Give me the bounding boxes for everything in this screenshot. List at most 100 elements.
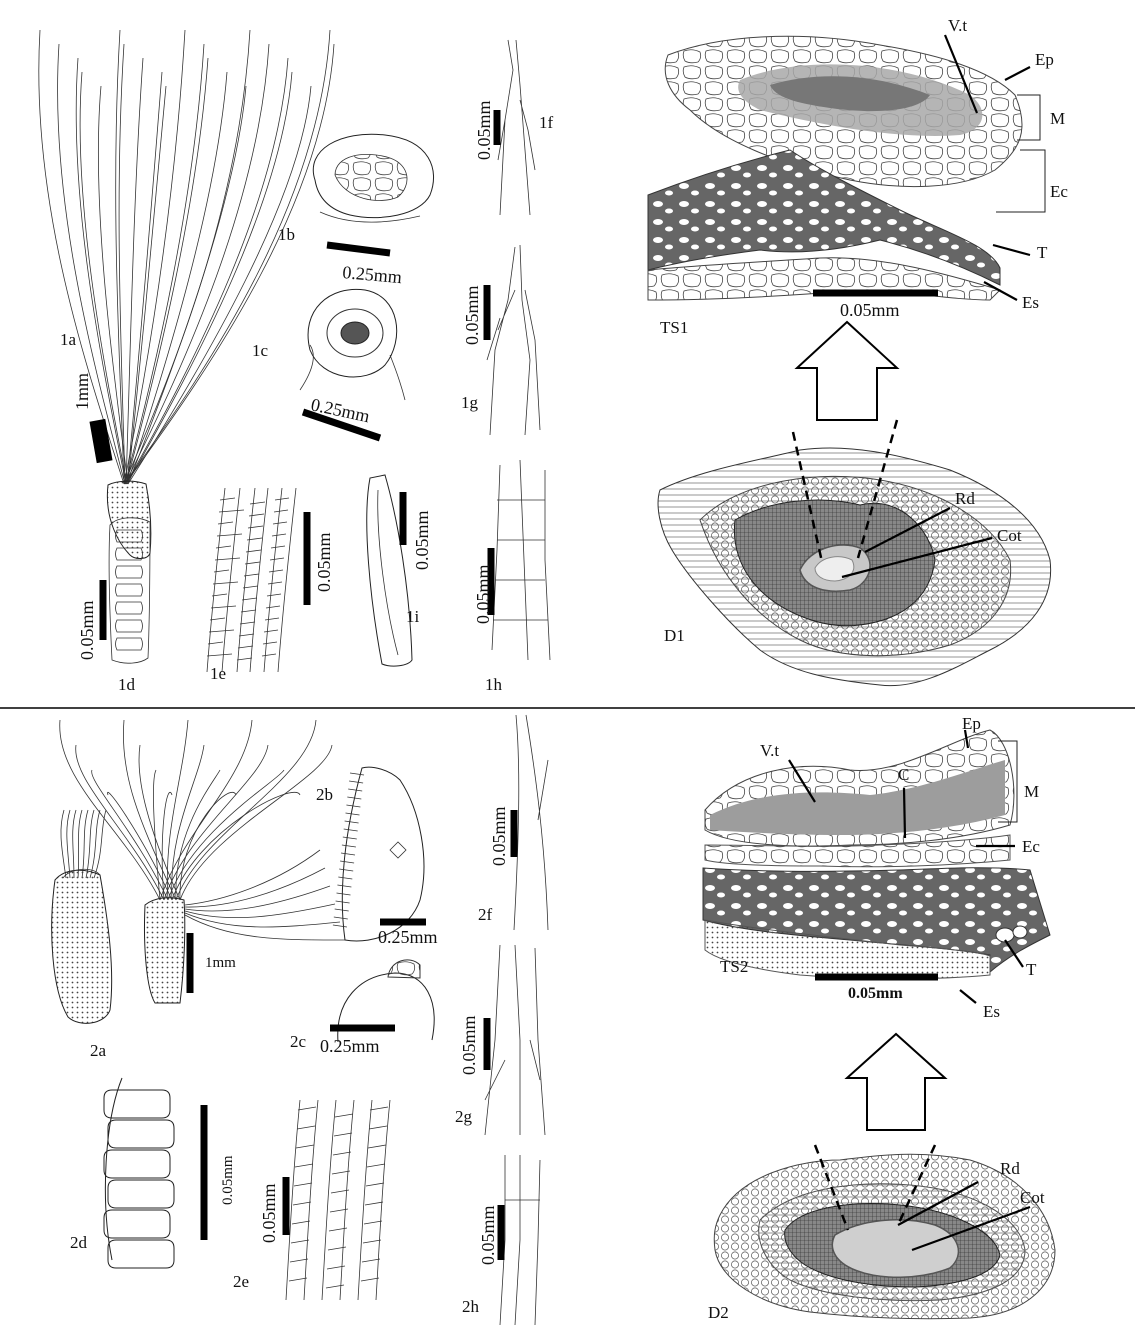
scale-label-2b: 0.25mm [378, 927, 438, 947]
seta-hair [78, 810, 82, 878]
leaf-cell-wall [322, 1100, 336, 1300]
panel-label-1g: 1g [461, 393, 479, 412]
leaf-cell-wall [216, 546, 285, 552]
seta-hair [124, 30, 330, 484]
exothecial-cell [104, 1210, 170, 1238]
ts2-label-ec: Ec [1022, 837, 1040, 856]
ts2-label-vt: V.t [760, 741, 779, 760]
ts2-label-es: Es [983, 1002, 1000, 1021]
ts1-label-ec: Ec [1050, 182, 1068, 201]
seta-hair [185, 915, 345, 940]
panel-label-2c: 2c [290, 1032, 307, 1051]
panel-label-d2: D2 [708, 1303, 729, 1322]
scale-label-1a: 1mm [72, 373, 92, 410]
peristome-tooth [334, 917, 348, 919]
exothecial-cell [108, 1240, 174, 1268]
leaf-cell-wall [293, 1202, 383, 1212]
leader-t-ts1 [993, 245, 1030, 255]
scale-label-2g: 0.05mm [459, 1015, 479, 1075]
panel-label-2b: 2b [316, 785, 333, 804]
peristome-tooth [344, 829, 358, 831]
leaf-cell-wall [294, 1183, 384, 1193]
leaf-cell-wall [291, 1240, 381, 1250]
peristome-tooth [342, 845, 356, 847]
leaf-cell-wall [217, 534, 286, 540]
ts2-label-t: T [1026, 960, 1037, 979]
arrow-up-1 [797, 322, 897, 420]
drawing-2e: 0.05mm 2e [233, 1100, 390, 1300]
scale-label-1f: 0.05mm [474, 100, 494, 160]
ts1-label-m: M [1050, 109, 1065, 128]
peristome-tooth [333, 925, 347, 927]
scale-label-2c: 0.25mm [320, 1036, 380, 1056]
scale-label-2f: 0.05mm [489, 806, 509, 866]
drawing-1f: 0.05mm 1f [474, 40, 554, 215]
exothecial-cell [116, 620, 143, 632]
diagram-d2: Rd Cot D2 [708, 1145, 1055, 1322]
scale-label-1g: 0.05mm [462, 285, 482, 345]
scale-label-1b: 0.25mm [342, 262, 403, 287]
seta-hair [180, 745, 332, 900]
scale-label-2a: 1mm [205, 955, 236, 971]
seta-hair [172, 792, 300, 900]
drawing-1h: 0.05mm 1h [473, 460, 550, 694]
ts2-label-m: M [1024, 782, 1039, 801]
seta-hair [164, 745, 268, 900]
drawing-1g: 0.05mm 1g [461, 245, 540, 435]
panel-label-1b: 1b [278, 225, 295, 244]
scale-label-1d: 0.05mm [77, 600, 97, 660]
ts1-label-t: T [1037, 243, 1048, 262]
drawing-2f: 0.05mm 2f [478, 715, 548, 930]
scale-label-2e: 0.05mm [259, 1183, 279, 1243]
panel-label-2a: 2a [90, 1041, 107, 1060]
leaf-cell-wall [264, 488, 282, 672]
scale-label-1e: 0.05mm [314, 532, 334, 592]
drawing-2d: 0.05mm 2d [70, 1078, 236, 1268]
seta-hair [185, 868, 325, 907]
section-ts2: 0.05mm TS2 V.t C Ep M Ec T Es [703, 714, 1050, 1021]
exothecial-cell [116, 566, 143, 578]
leaf-cell-wall [289, 1278, 379, 1288]
panel-label-2d: 2d [70, 1233, 88, 1252]
seta-hair [128, 86, 311, 484]
panel-label-1c: 1c [252, 341, 269, 360]
scale-label-2d: 0.05mm [220, 1155, 236, 1205]
scale-label-1h: 0.05mm [473, 564, 493, 624]
panel-label-ts1: TS1 [660, 318, 688, 337]
leaf-cell-wall [297, 1126, 387, 1136]
panel-label-2f: 2f [478, 905, 493, 924]
exothecial-cell [116, 638, 143, 650]
seta-hair [185, 913, 340, 927]
capsule-wall [105, 1078, 122, 1260]
seta-hair [82, 810, 88, 878]
peristome-tooth [340, 861, 354, 863]
panel-label-1d: 1d [118, 675, 136, 694]
peristome-tooth [338, 877, 352, 879]
d1-label-cot: Cot [997, 526, 1022, 545]
seta-hair [39, 30, 124, 484]
seta-hair [126, 58, 288, 484]
seta-hair [185, 886, 330, 911]
leaf-cell-wall [340, 1100, 354, 1300]
arrow-up-2 [847, 1034, 945, 1130]
panel-label-2e: 2e [233, 1272, 249, 1291]
peristome-tooth [345, 821, 359, 823]
leaf-cell-wall [207, 488, 225, 672]
drawing-2b: 0.25mm 2b [316, 767, 438, 947]
scale-bar-1b [327, 245, 390, 253]
leaf-cell-wall [295, 1164, 385, 1174]
peristome-tooth [337, 893, 351, 895]
leaf-cell-wall [304, 1100, 318, 1300]
scale-label-ts1: 0.05mm [840, 300, 900, 320]
scale-label-ts2: 0.05mm [848, 985, 903, 1002]
peristome-tooth [349, 781, 363, 783]
seta-hair [125, 44, 334, 484]
seta-hair [124, 30, 250, 484]
peristome-tooth [339, 869, 353, 871]
drawing-1c: 0.25mm 1c [252, 289, 405, 438]
leaf-cell-wall [222, 488, 240, 672]
exothecial-cell [104, 1150, 170, 1178]
seta-hair [185, 850, 320, 905]
ts1-label-es: Es [1022, 293, 1039, 312]
